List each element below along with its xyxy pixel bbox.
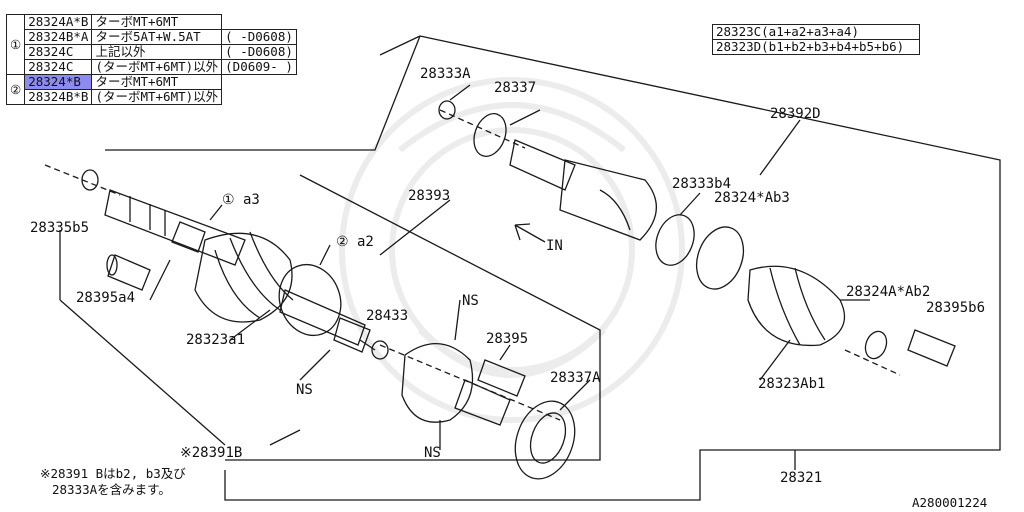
kit-composition-table: 28323C(a1+a2+a3+a4) 28323D(b1+b2+b3+b4+b… xyxy=(712,24,920,55)
kit-outline-28393 xyxy=(225,174,601,461)
plug-a4 xyxy=(106,254,151,291)
part-desc: (ターボMT+6MT)以外 xyxy=(91,89,223,105)
footnote-line-1: ※28391 Bはb2, b3及び xyxy=(40,466,186,481)
label-28395b6[interactable]: 28395b6 xyxy=(926,300,986,316)
in-arrow xyxy=(514,223,546,243)
part-desc: ターボMT+6MT xyxy=(91,14,223,30)
label-ns: NS xyxy=(462,293,479,309)
part-code: 28324B*A xyxy=(24,29,93,45)
part-code: 28324A*B xyxy=(24,14,93,30)
figure-id: A280001224 xyxy=(912,495,988,510)
label-28392D[interactable]: 28392D xyxy=(770,106,821,122)
label-28395a4[interactable]: 28395a4 xyxy=(76,290,136,306)
label-28393[interactable]: 28393 xyxy=(408,188,451,204)
part-date xyxy=(222,15,297,30)
label-28324-Ab3[interactable]: 28324*Ab3 xyxy=(714,190,790,206)
part-date: (D0609- ) xyxy=(221,59,297,75)
joint-housing xyxy=(509,139,658,241)
label-28337A[interactable]: 28337A xyxy=(550,370,601,386)
label-28433[interactable]: 28433 xyxy=(366,308,409,324)
table-row: ① 28324A*B ターボMT+6MT xyxy=(5,14,297,75)
outer-shaft xyxy=(104,189,246,266)
label-a2[interactable]: ② a2 xyxy=(336,234,374,250)
clamp-ring-b5 xyxy=(81,169,99,191)
label-28323a1[interactable]: 28323a1 xyxy=(186,332,246,348)
empty-cell xyxy=(222,75,297,90)
label-in: IN xyxy=(546,238,563,254)
label-28391B[interactable]: ※28391B xyxy=(180,445,243,461)
part-code: 28324C xyxy=(24,44,93,60)
empty-cell xyxy=(222,90,297,105)
part-desc: (ターボMT+6MT)以外 xyxy=(91,59,223,75)
table-row: 28324B*B (ターボMT+6MT)以外 xyxy=(7,89,297,105)
snap-ring-28333A xyxy=(438,100,456,120)
label-28335b5[interactable]: 28335b5 xyxy=(30,220,90,236)
part-desc: ターボ5AT+W.5AT xyxy=(91,29,223,45)
plug-28395 xyxy=(477,359,526,397)
label-ns: NS xyxy=(424,445,441,461)
table-row: ② 28324*B ターボMT+6MT xyxy=(5,74,297,105)
inner-boot xyxy=(401,342,511,426)
group-marker: ① xyxy=(5,14,26,75)
part-date: ( -D0608) xyxy=(221,44,297,60)
outer-kit-outline xyxy=(224,35,1001,501)
boot-band-b2 xyxy=(864,330,888,360)
part-code: 28324B*B xyxy=(24,89,93,105)
footnote-line-2: 28333Aを含みます。 xyxy=(52,482,171,497)
label-28333b4[interactable]: 28333b4 xyxy=(672,176,732,192)
table-row: 28324C (ターボMT+6MT)以外 (D0609- ) xyxy=(7,59,297,75)
label-28323Ab1[interactable]: 28323Ab1 xyxy=(758,376,826,392)
group-marker: ② xyxy=(5,74,26,105)
kit-row: 28323C(a1+a2+a3+a4) xyxy=(712,24,920,40)
part-date: ( -D0608) xyxy=(221,29,297,45)
part-code: 28324C xyxy=(24,59,93,75)
plug-b6 xyxy=(907,329,956,367)
table-row: 28323C(a1+a2+a3+a4) xyxy=(712,24,920,40)
label-28337[interactable]: 28337 xyxy=(494,80,537,96)
part-desc: ターボMT+6MT xyxy=(91,74,223,90)
part-desc: 上記以外 xyxy=(91,44,223,60)
table-row: 28324C 上記以外 ( -D0608) xyxy=(7,44,297,60)
kit-row: 28323D(b1+b2+b3+b4+b5+b6) xyxy=(712,39,920,55)
table-row: 28323D(b1+b2+b3+b4+b5+b6) xyxy=(712,39,920,55)
boot-b1 xyxy=(747,265,846,347)
snap-ring-28433 xyxy=(371,340,389,360)
parts-compatibility-table: ① 28324A*B ターボMT+6MT 28324B*A ターボ5AT+W.5… xyxy=(5,14,297,105)
watermark-emblem xyxy=(339,77,685,423)
label-28333A[interactable]: 28333A xyxy=(420,66,471,82)
boot-band-b3 xyxy=(695,226,745,290)
label-28395[interactable]: 28395 xyxy=(486,331,529,347)
boot-band-a2 xyxy=(278,263,342,337)
part-code-highlighted[interactable]: 28324*B xyxy=(24,74,93,90)
label-a3[interactable]: ① a3 xyxy=(222,192,260,208)
washer-28337 xyxy=(473,113,507,157)
washer-28337A xyxy=(514,400,576,480)
outer-boot xyxy=(194,231,294,323)
label-28321[interactable]: 28321 xyxy=(780,470,823,486)
o-ring-b4 xyxy=(655,214,695,266)
label-ns: NS xyxy=(296,382,313,398)
table-row: 28324B*A ターボ5AT+W.5AT ( -D0608) xyxy=(7,29,297,45)
inner-shaft xyxy=(279,289,366,346)
label-28324A-Ab2[interactable]: 28324A*Ab2 xyxy=(846,284,931,300)
